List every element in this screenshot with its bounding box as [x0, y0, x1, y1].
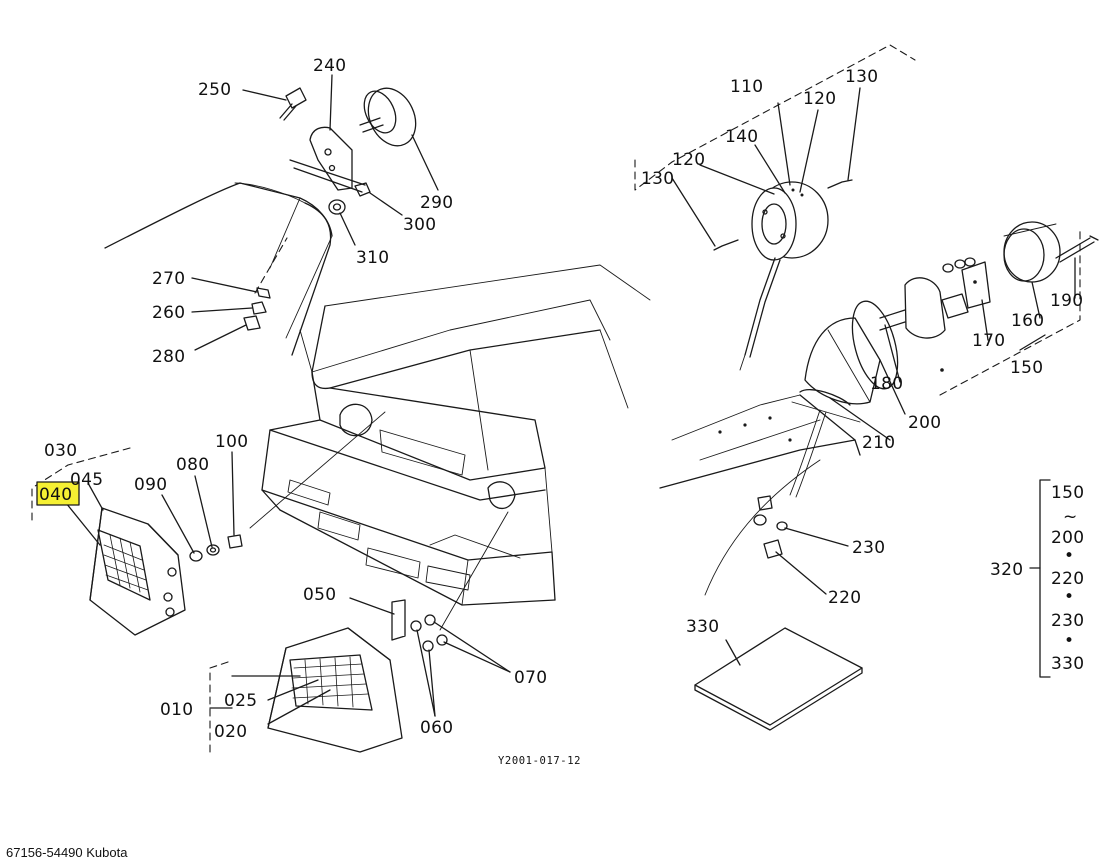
callout-120-top: 120	[803, 89, 836, 109]
part-caption: 67156-54490 Kubota	[6, 845, 128, 860]
callout-280: 280	[152, 347, 185, 367]
callout-290: 290	[420, 193, 453, 213]
callout-010: 010	[160, 700, 193, 720]
callout-310: 310	[356, 248, 389, 268]
set-item-230: 230	[1051, 611, 1084, 631]
set-item-dot-1: •	[1064, 546, 1074, 566]
set-item-dot-2: •	[1064, 587, 1074, 607]
callout-130-top: 130	[845, 67, 878, 87]
mounting-nuts	[753, 495, 788, 559]
callout-040: 040	[39, 485, 72, 505]
callout-200: 200	[908, 413, 941, 433]
callout-160: 160	[1011, 311, 1044, 331]
callout-045: 045	[70, 470, 103, 490]
left-head-lamp	[31, 447, 243, 636]
set-item-330: 330	[1051, 654, 1084, 674]
callout-030: 030	[44, 441, 77, 461]
callout-190: 190	[1050, 291, 1083, 311]
callout-270: 270	[152, 269, 185, 289]
callout-070: 070	[514, 668, 547, 688]
callout-320: 320	[990, 560, 1023, 580]
flasher-lamp	[713, 179, 853, 371]
callout-080: 080	[176, 455, 209, 475]
set-320-list: 150 ~ 200 • 220 • 230 • 330	[1051, 483, 1084, 674]
callout-250: 250	[198, 80, 231, 100]
lead-wire-left	[249, 411, 386, 529]
callout-260: 260	[152, 303, 185, 323]
callout-130-left: 130	[641, 169, 674, 189]
hood-outline	[104, 182, 651, 471]
horn-assembly	[243, 87, 417, 331]
set-item-200: 200	[1051, 528, 1084, 548]
set-item-dot-3: •	[1064, 631, 1074, 651]
callout-170: 170	[972, 331, 1005, 351]
callout-300: 300	[403, 215, 436, 235]
drawing-number: Y2001-017-12	[498, 755, 581, 767]
callout-240: 240	[313, 56, 346, 76]
callout-020: 020	[214, 722, 247, 742]
callout-110: 110	[730, 77, 763, 97]
callout-140: 140	[725, 127, 758, 147]
callout-090: 090	[134, 475, 167, 495]
callout-180: 180	[870, 374, 903, 394]
lead-wire-lower	[439, 511, 509, 631]
set-item-150: 150	[1051, 483, 1084, 503]
set-item-220: 220	[1051, 569, 1084, 589]
callout-120-left: 120	[672, 150, 705, 170]
callout-050: 050	[303, 585, 336, 605]
callout-100: 100	[215, 432, 248, 452]
highlight-marker	[36, 481, 80, 506]
callout-labels: 250 240 290 300 310 270 260 280 030 045 …	[39, 56, 1083, 742]
callout-210: 210	[862, 433, 895, 453]
instruction-sheet	[694, 627, 863, 731]
callout-150: 150	[1010, 358, 1043, 378]
callout-060: 060	[420, 718, 453, 738]
callout-220: 220	[828, 588, 861, 608]
leader-lines	[65, 74, 1076, 725]
right-head-lamp	[209, 599, 448, 753]
callout-025: 025	[224, 691, 257, 711]
callout-330: 330	[686, 617, 719, 637]
callout-230: 230	[852, 538, 885, 558]
tail-lamp-assembly	[789, 221, 1099, 498]
fender-outline	[634, 44, 916, 596]
front-grille	[261, 329, 556, 606]
set-item-tilde: ~	[1063, 507, 1078, 527]
set-bracket	[1039, 479, 1051, 678]
